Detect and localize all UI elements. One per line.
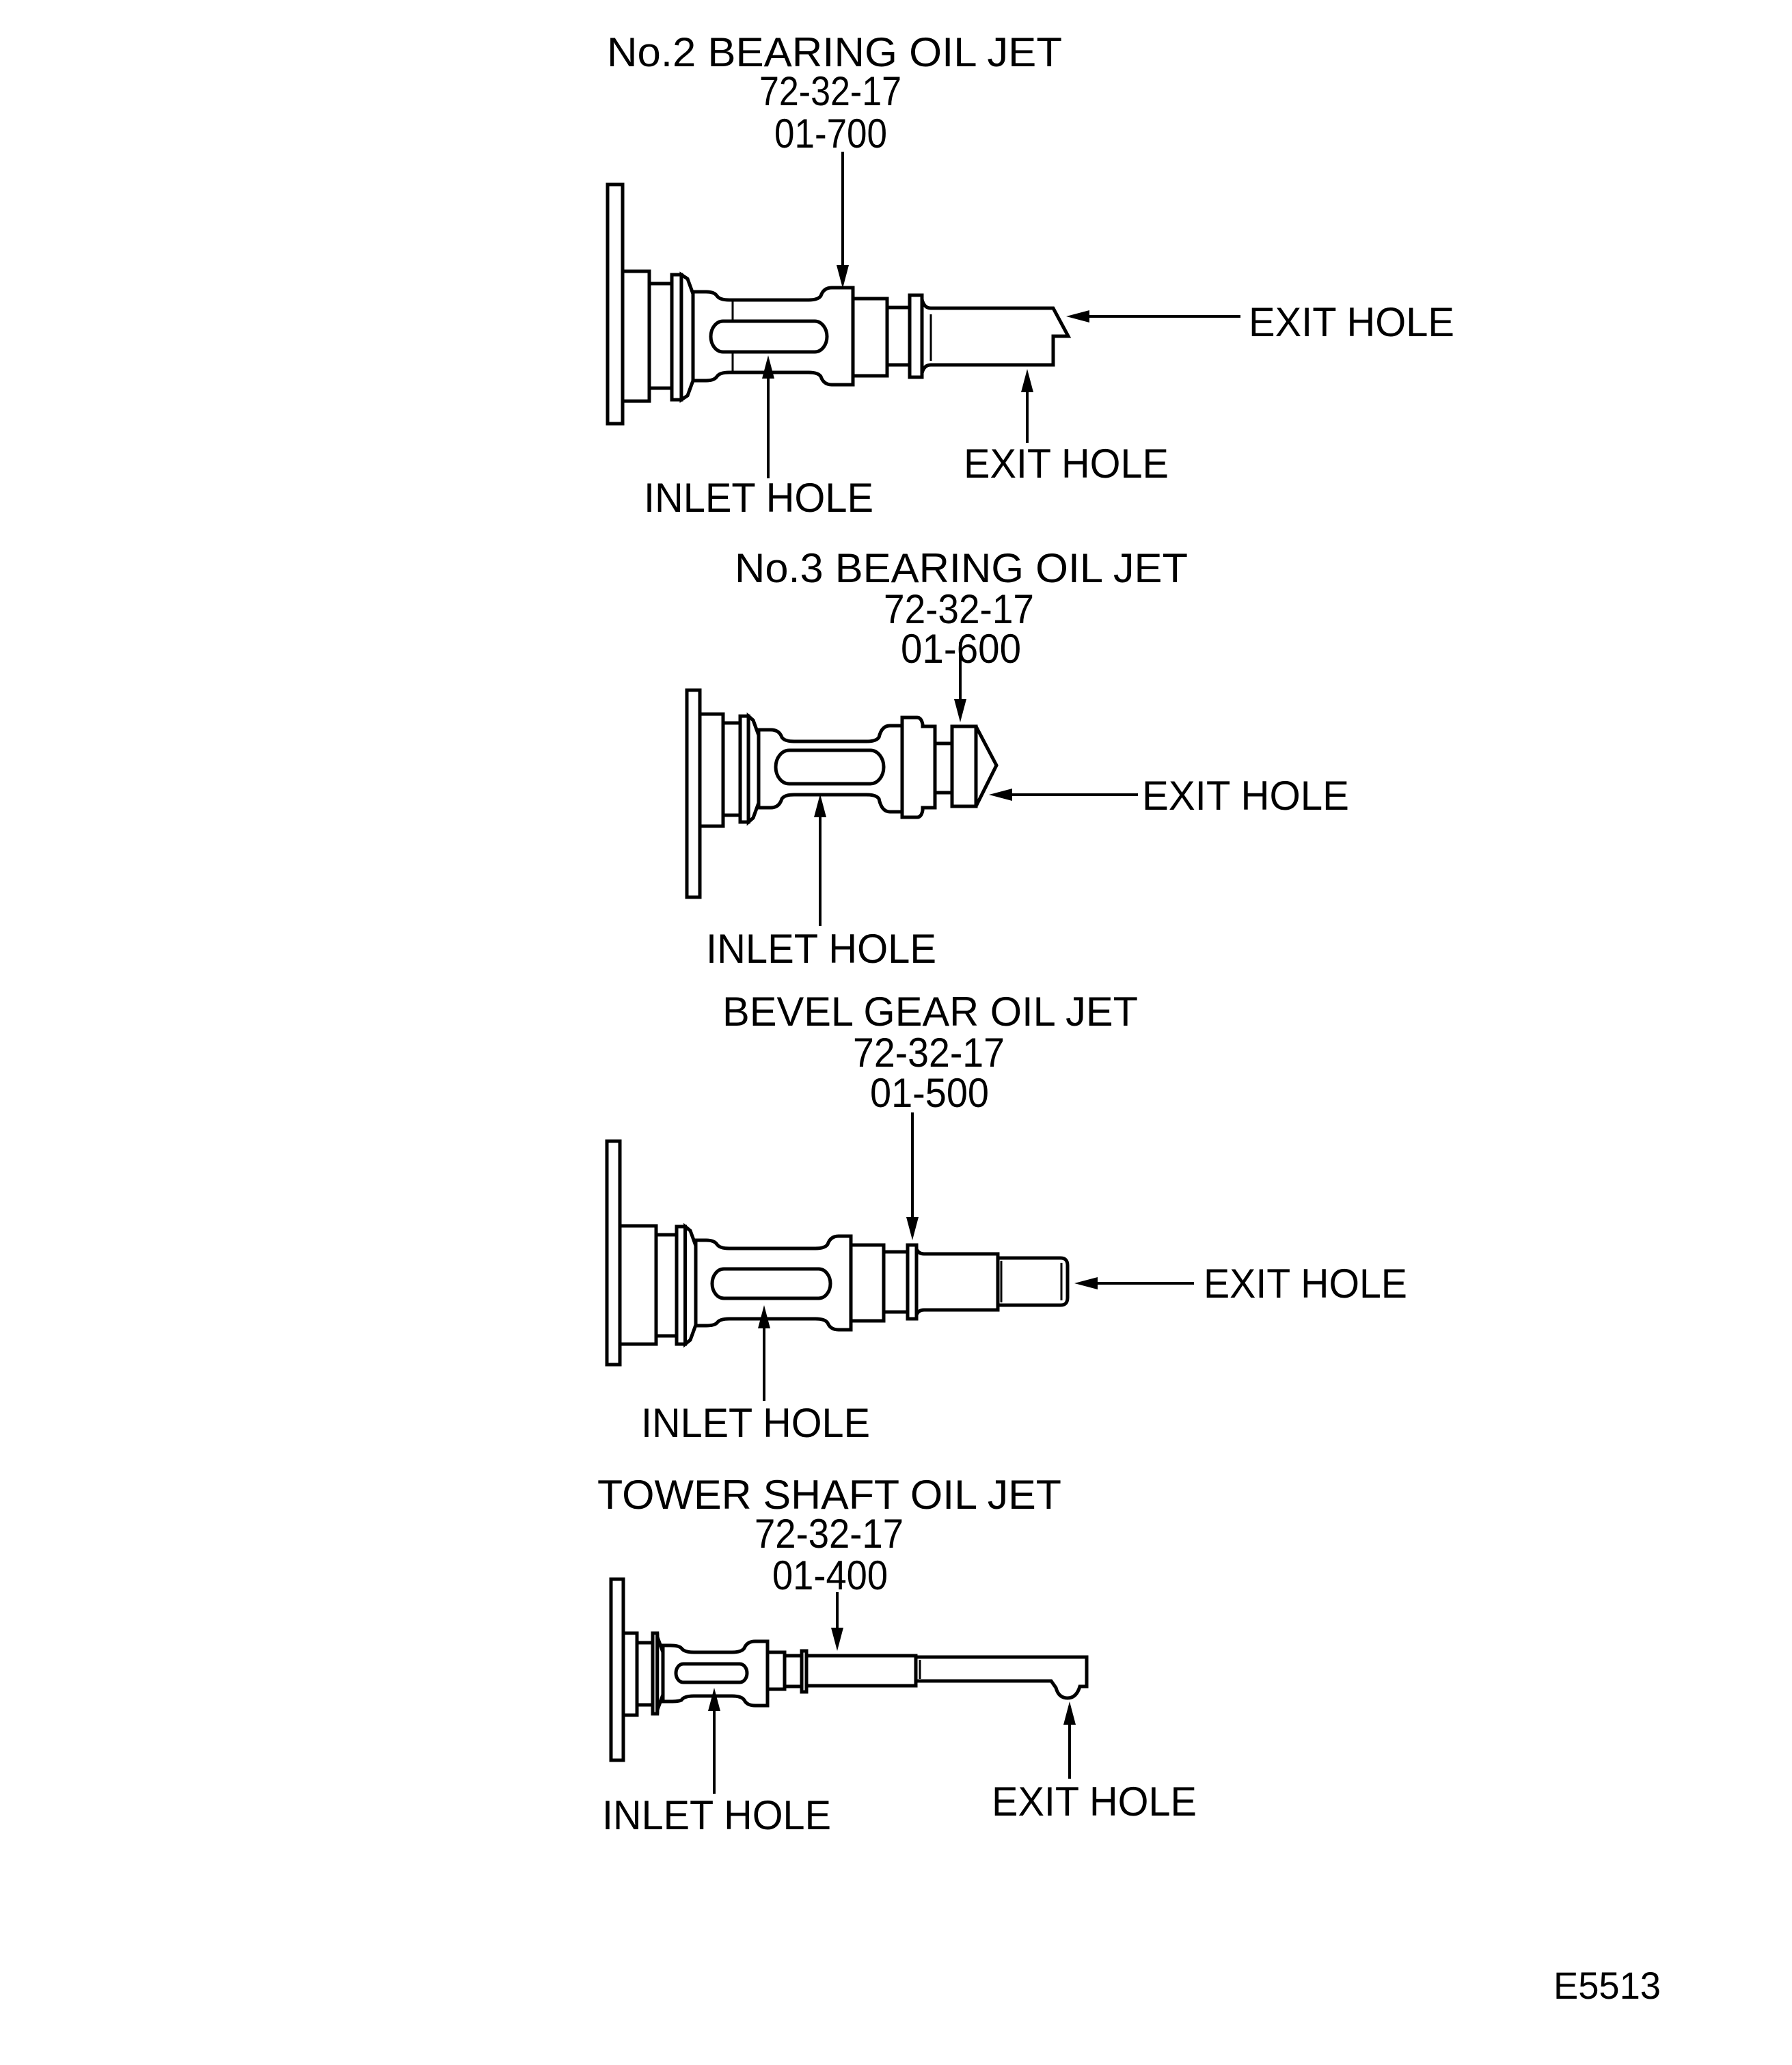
- neck: [721, 721, 742, 817]
- inlet-leader-arrow: [758, 1305, 770, 1401]
- figure-number: E5513: [1553, 1964, 1661, 2007]
- neck: [647, 282, 674, 390]
- ring-chamfer: [679, 271, 695, 403]
- inlet-hole-label: INLET HOLE: [602, 1792, 831, 1838]
- arrow-head-icon: [989, 789, 1012, 801]
- shaft-nozzle-end: [914, 1655, 1089, 1700]
- item-leader-arrow: [954, 642, 966, 722]
- mounting-plate: [606, 182, 625, 426]
- jet-title: BEVEL GEAR OIL JET: [722, 989, 1138, 1035]
- mounting-plate: [685, 688, 702, 899]
- neck: [654, 1233, 679, 1338]
- flange: [621, 1631, 639, 1717]
- exit-hole-label-right: EXIT HOLE: [1249, 299, 1454, 345]
- jet-item-number: 01-500: [870, 1070, 989, 1116]
- neck: [635, 1641, 655, 1707]
- inlet-hole-label: INLET HOLE: [644, 475, 873, 521]
- collar: [849, 1243, 886, 1323]
- shaft: [804, 1654, 918, 1688]
- jet-title: No.2 BEARING OIL JET: [607, 29, 1062, 75]
- arrow-head-icon: [1063, 1701, 1076, 1725]
- exit-leader-arrow: [1063, 1701, 1076, 1779]
- inlet-leader-arrow: [814, 794, 826, 926]
- inlet-slot: [710, 1267, 832, 1300]
- arrow-head-icon: [831, 1628, 843, 1651]
- jet-ata-ref: 72-32-17: [884, 586, 1034, 632]
- exit-leader-arrow: [1074, 1277, 1194, 1289]
- exit-hole-label: EXIT HOLE: [992, 1779, 1197, 1824]
- item-leader-arrow: [837, 152, 849, 288]
- jet-body: [606, 152, 1240, 478]
- jet-ata-ref: 72-32-17: [759, 68, 901, 114]
- jet-item-number: 01-700: [774, 111, 887, 156]
- jet-body: [685, 642, 1138, 926]
- inlet-leader-arrow: [762, 355, 774, 478]
- retaining-ring: [675, 1222, 698, 1348]
- neck-2: [783, 1654, 804, 1688]
- jet-body: [605, 1112, 1194, 1401]
- arrow-head-icon: [837, 265, 849, 288]
- flange: [618, 1224, 658, 1346]
- arrow-head-icon: [814, 794, 826, 817]
- nozzle-cone: [974, 725, 999, 808]
- arrow-head-icon: [708, 1688, 720, 1711]
- jet-bevel-gear: BEVEL GEAR OIL JET 72-32-17 01-500 INLET…: [605, 989, 1407, 1446]
- jet-title: No.3 BEARING OIL JET: [735, 545, 1188, 591]
- exit-hole-label: EXIT HOLE: [1142, 773, 1349, 819]
- flange: [698, 712, 725, 828]
- collar: [900, 715, 937, 819]
- nozzle-block: [950, 724, 978, 808]
- arrow-head-icon: [758, 1305, 770, 1328]
- jet-no2-bearing: No.2 BEARING OIL JET 72-32-17 01-700 INL…: [606, 29, 1454, 521]
- jet-body: [609, 1577, 1089, 1794]
- item-leader-arrow: [831, 1592, 843, 1651]
- retaining-ring: [670, 271, 695, 403]
- collar: [765, 1650, 787, 1691]
- ring-2: [908, 293, 924, 379]
- exit-hole-label-bottom: EXIT HOLE: [964, 441, 1169, 487]
- exit-leader-arrow: [989, 789, 1138, 801]
- inlet-slot: [709, 319, 829, 354]
- jet-ata-ref: 72-32-17: [853, 1030, 1005, 1076]
- item-leader-arrow: [906, 1112, 919, 1240]
- inlet-slot: [774, 748, 886, 786]
- inlet-hole-label: INLET HOLE: [641, 1400, 870, 1446]
- arrow-head-icon: [906, 1217, 919, 1240]
- neck-2: [882, 1250, 910, 1314]
- mounting-plate: [605, 1139, 622, 1367]
- flange: [621, 269, 651, 403]
- mounting-plate: [609, 1577, 625, 1762]
- neck-2: [885, 305, 912, 367]
- inlet-leader-arrow: [708, 1688, 720, 1794]
- arrow-head-icon: [1021, 369, 1033, 392]
- jet-title: TOWER SHAFT OIL JET: [597, 1472, 1061, 1518]
- arrow-head-icon: [762, 355, 774, 379]
- nozzle-tip: [920, 299, 1072, 374]
- jet-tower-shaft: TOWER SHAFT OIL JET 72-32-17 01-400 INLE…: [597, 1472, 1197, 1838]
- jet-no3-bearing: No.3 BEARING OIL JET 72-32-17 01-600 INL…: [685, 545, 1349, 972]
- nozzle-tip: [996, 1256, 1070, 1307]
- shaft: [914, 1248, 1000, 1316]
- arrow-head-icon: [1074, 1277, 1098, 1289]
- exit-leader-arrow: [1021, 369, 1033, 443]
- collar: [851, 297, 889, 378]
- jet-item-number: 01-400: [772, 1553, 888, 1598]
- arrow-head-icon: [954, 699, 966, 722]
- jet-ata-ref: 72-32-17: [755, 1511, 904, 1557]
- retaining-ring: [738, 712, 761, 826]
- inlet-slot: [674, 1662, 749, 1684]
- exit-leader-arrow: [1066, 310, 1240, 323]
- arrow-head-icon: [1066, 310, 1089, 323]
- exit-hole-label: EXIT HOLE: [1204, 1261, 1407, 1307]
- neck-2: [933, 741, 954, 795]
- inlet-hole-label: INLET HOLE: [706, 926, 936, 972]
